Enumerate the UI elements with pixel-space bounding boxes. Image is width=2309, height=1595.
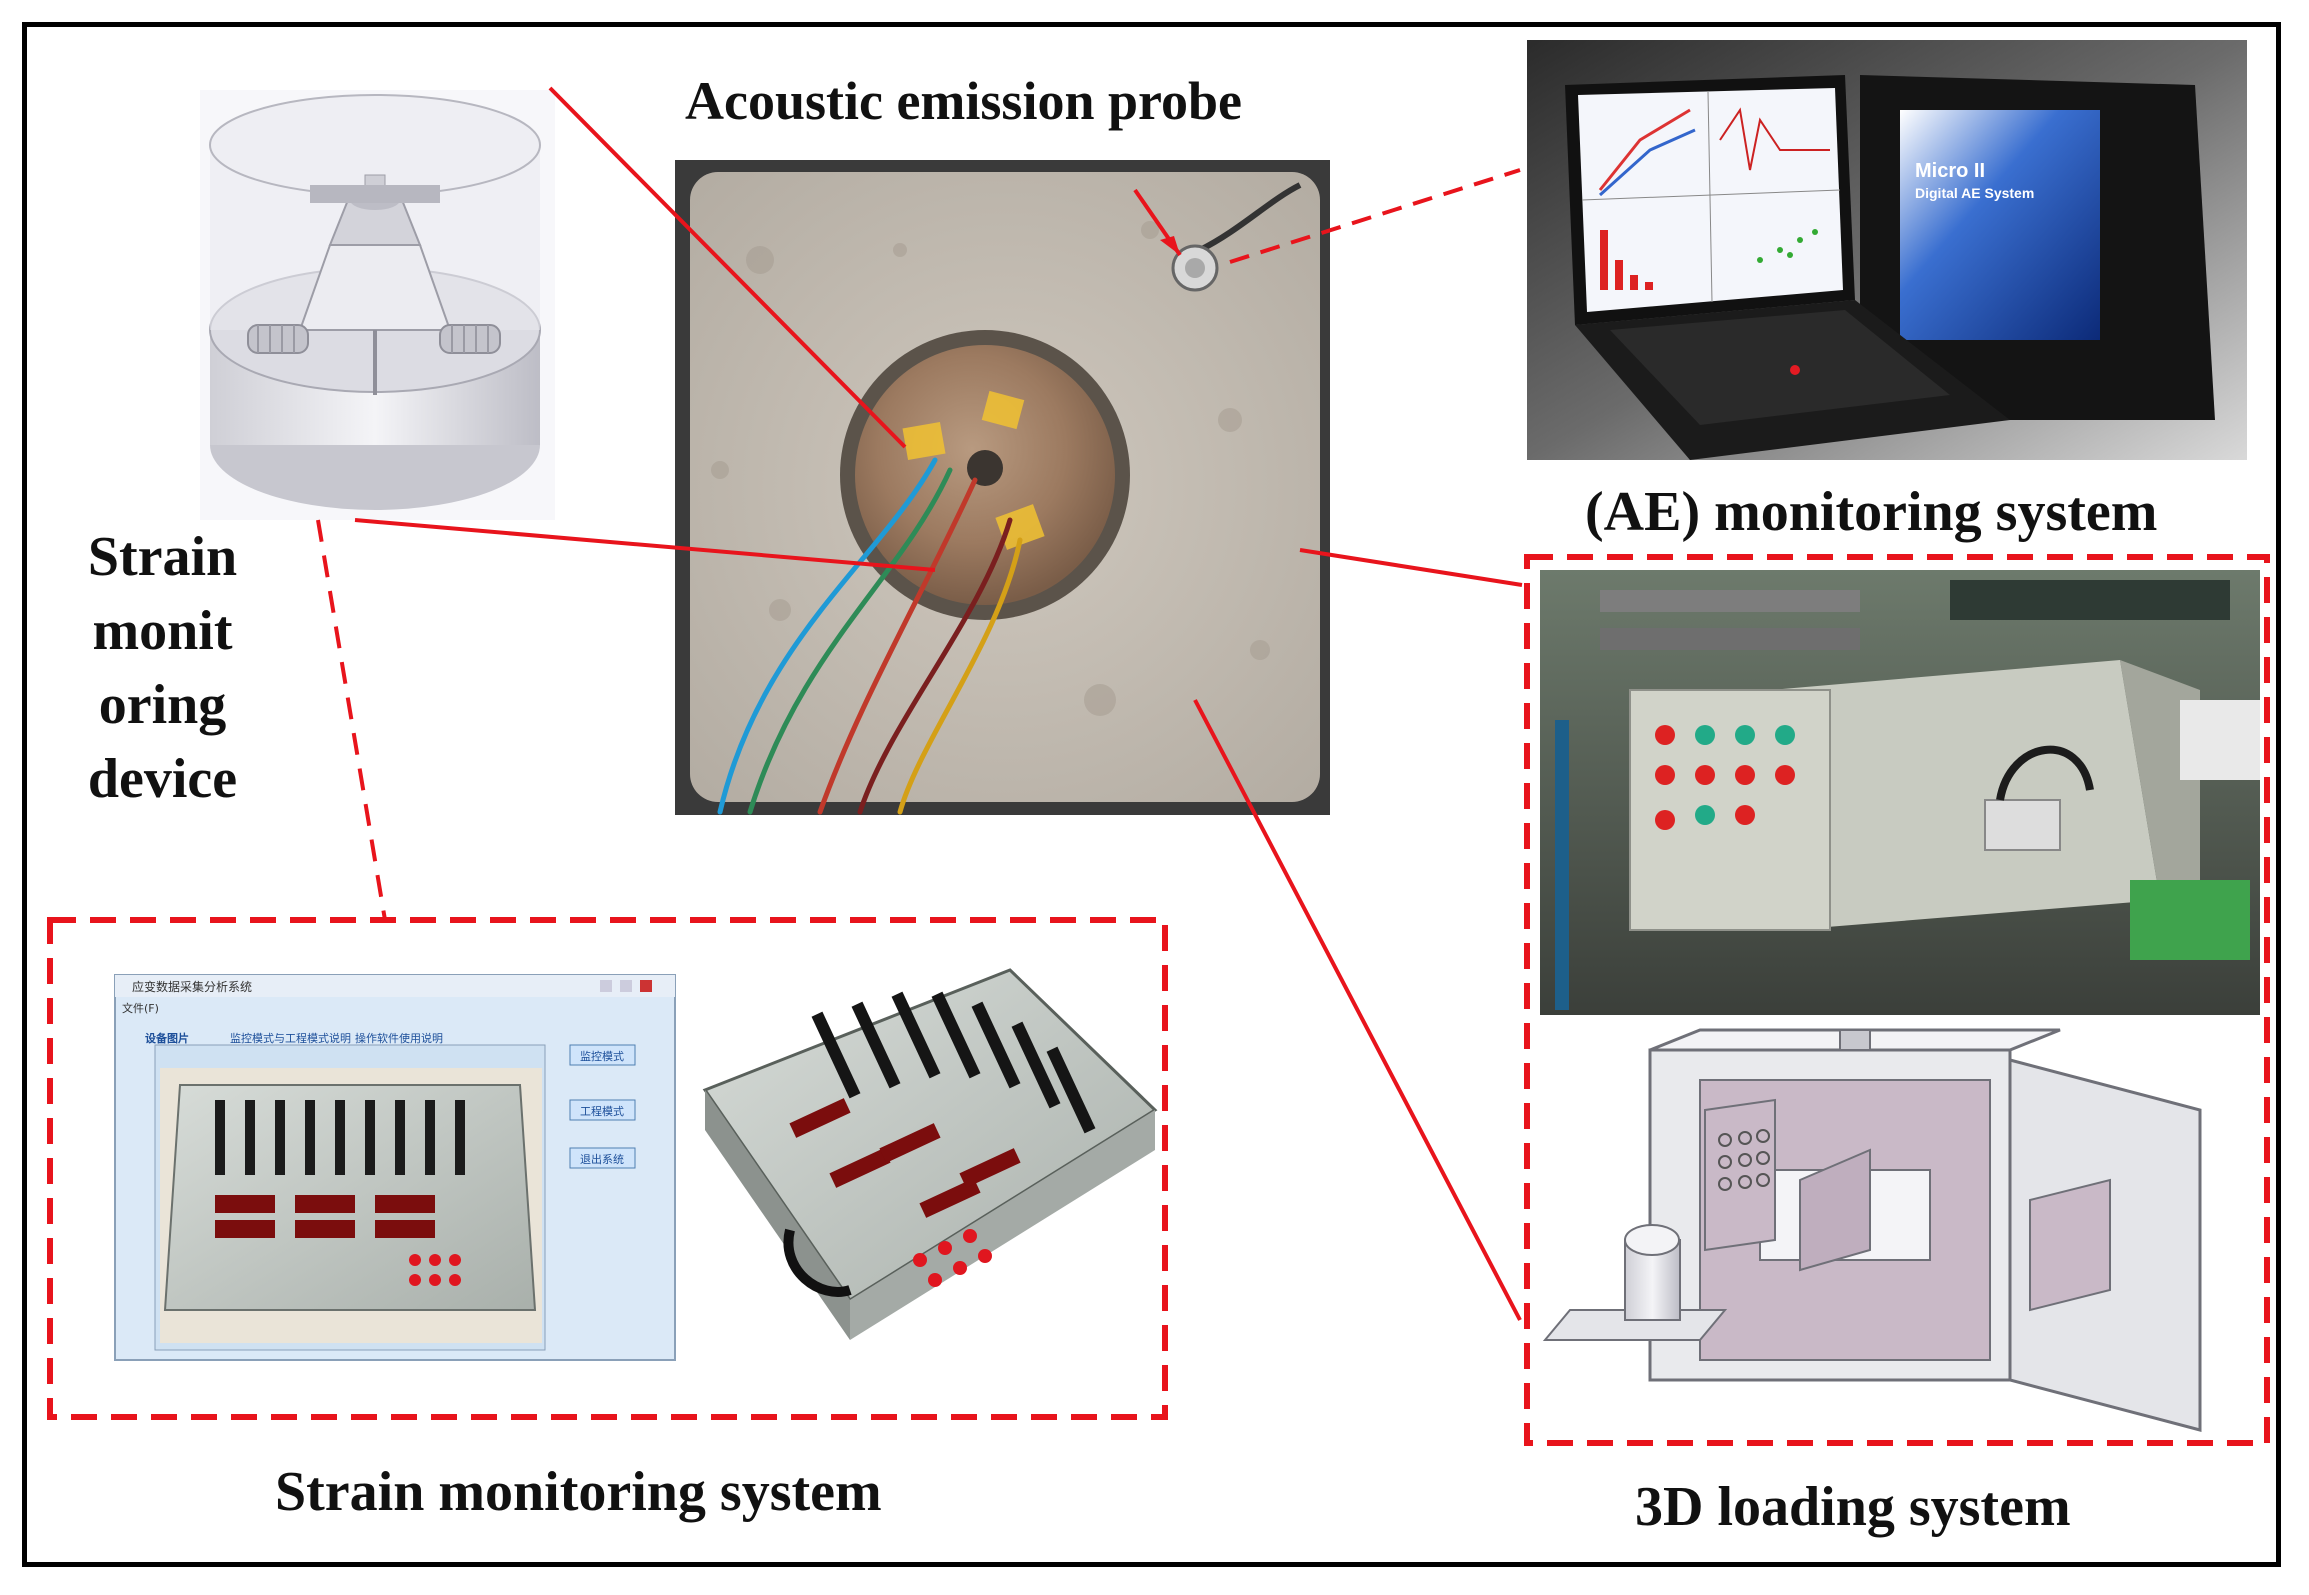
laptop-screen-subtitle: Digital AE System: [1915, 185, 2035, 201]
software-button-engineering[interactable]: 工程模式: [580, 1105, 624, 1118]
loading-system-photo: [1540, 570, 2260, 1015]
software-button-monitor[interactable]: 监控模式: [580, 1050, 624, 1063]
software-tab-2[interactable]: 监控模式与工程模式说明: [230, 1032, 351, 1045]
strain-system-label: Strain monitoring system: [275, 1461, 882, 1523]
strain-device-line-1: Strain: [87, 526, 238, 588]
loading-system-render: [1540, 1020, 2260, 1432]
software-tab-1[interactable]: 设备图片: [145, 1032, 189, 1045]
acoustic-probe-label: Acoustic emission probe: [685, 71, 1243, 131]
loading-system-box: [1524, 554, 2270, 1446]
figure-frame: [22, 22, 2281, 1567]
strain-device-label: Strain monit oring device: [60, 520, 265, 816]
strain-device-line-4: device: [87, 748, 238, 810]
strain-device-line-2: monit: [92, 600, 233, 662]
strain-software-window: [114, 974, 676, 1361]
ae-system-label: (AE) monitoring system: [1585, 481, 2158, 543]
software-window-title: 应变数据采集分析系统: [132, 980, 253, 994]
loading-system-label: 3D loading system: [1635, 1476, 2071, 1538]
probe-arrow-head: [1160, 236, 1180, 255]
strain-device-line-3: oring: [98, 674, 227, 736]
specimen-photo: [675, 160, 1330, 815]
software-button-exit[interactable]: 退出系统: [580, 1153, 624, 1166]
strain-device-photo: [702, 968, 1158, 1340]
laptop-screen-brand: Micro II: [1915, 160, 1986, 182]
strain-system-box: [47, 917, 1168, 1420]
software-window-menu: 文件(F): [122, 1002, 159, 1015]
ae-system-photo: [1527, 40, 2247, 460]
strain-device-render: [200, 90, 555, 520]
software-tab-3[interactable]: 操作软件使用说明: [355, 1032, 443, 1045]
